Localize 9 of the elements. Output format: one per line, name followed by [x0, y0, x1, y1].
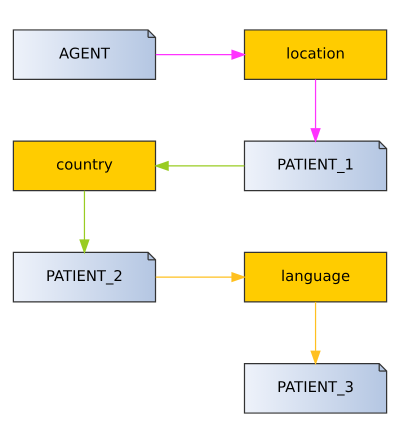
node-box: country: [12, 140, 156, 192]
arrow: [156, 272, 246, 282]
arrow: [79, 190, 90, 254]
arrow: [310, 80, 321, 143]
arrow: [154, 160, 244, 172]
node-box: language: [244, 252, 388, 302]
arrow: [310, 302, 321, 366]
arrow: [156, 49, 246, 60]
node-box: location: [244, 29, 388, 80]
